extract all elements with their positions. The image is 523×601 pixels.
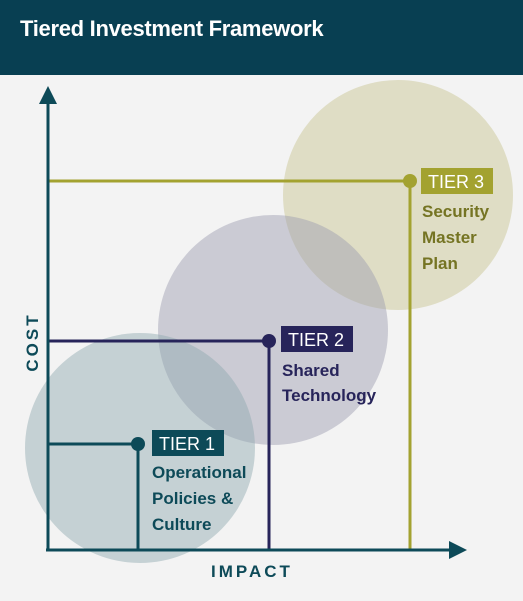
y-axis-arrow-icon [39,86,57,104]
tier1-desc-line1: Operational [152,463,246,482]
tier3-desc-line1: Security [422,202,490,221]
tier2-circle [158,215,388,445]
tier3-badge [421,168,493,194]
y-axis-label: COST [23,312,42,371]
tier1-desc-line3: Culture [152,515,212,534]
x-axis-label: IMPACT [211,562,293,581]
tier1-dot [131,437,145,451]
tier3-circle [283,80,513,310]
tier2-badge-label: TIER 2 [288,330,344,350]
tier1-badge [152,430,224,456]
tier2-desc-line1: Shared [282,361,340,380]
x-axis-arrow-icon [449,541,467,559]
diagram-canvas: COST IMPACT TIER 3 Security Master Plan … [23,80,513,581]
tier2-badge [281,326,353,352]
tier2-desc-line2: Technology [282,386,377,405]
tier3-desc-line2: Master [422,228,477,247]
tier2-dot [262,334,276,348]
tier3-dot [403,174,417,188]
tier1-badge-label: TIER 1 [159,434,215,454]
tier3-badge-label: TIER 3 [428,172,484,192]
tier1-desc-line2: Policies & [152,489,233,508]
header-bar: Tiered Investment Framework [0,0,523,75]
page-title: Tiered Investment Framework [20,16,324,41]
tier3-desc-line3: Plan [422,254,458,273]
